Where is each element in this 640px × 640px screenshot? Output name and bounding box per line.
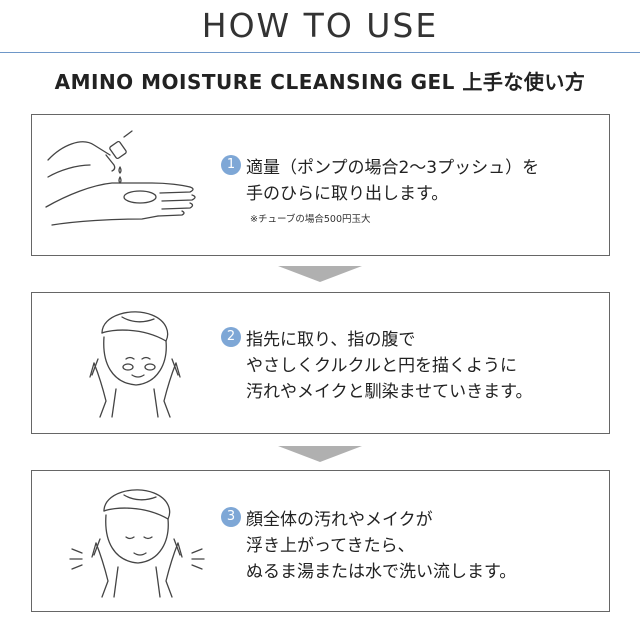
step-3-line-1: 顔全体の汚れやメイクが xyxy=(246,510,433,530)
down-arrow-icon xyxy=(278,266,362,282)
face-rinse-icon xyxy=(69,489,205,598)
step-1-line-1: 適量（ポンプの場合2～3プッシュ）を xyxy=(246,158,540,178)
title-divider xyxy=(0,52,640,53)
step-2-line-3: 汚れやメイクと馴染ませていきます。 xyxy=(246,382,533,402)
step-3-badge: 3 xyxy=(221,507,241,527)
step-3-card: 3 顔全体の汚れやメイクが 浮き上がってきたら、 ぬるま湯または水で洗い流します… xyxy=(31,470,610,612)
step-3-line-2: 浮き上がってきたら、 xyxy=(246,536,415,556)
down-arrow-icon xyxy=(278,446,362,462)
step-2-line-2: やさしくクルクルと円を描くように xyxy=(246,356,517,376)
step-1-note: ※チューブの場合500円玉大 xyxy=(250,214,371,225)
step-2-line-1: 指先に取り、指の腹で xyxy=(246,330,416,350)
step-1-card: 1 適量（ポンプの場合2～3プッシュ）を 手のひらに取り出します。 ※チューブの… xyxy=(31,114,610,256)
hand-pump-icon xyxy=(45,130,196,226)
step-1-badge: 1 xyxy=(221,155,241,175)
step-3-line-3: ぬるま湯または水で洗い流します。 xyxy=(246,562,517,582)
page-title: HOW TO USE xyxy=(201,6,439,45)
step-2-badge: 2 xyxy=(221,327,241,347)
step-2-card: 2 指先に取り、指の腹で やさしくクルクルと円を描くように 汚れやメイクと馴染ま… xyxy=(31,292,610,434)
page-subtitle: AMINO MOISTURE CLEANSING GEL 上手な使い方 xyxy=(54,70,586,94)
step-1-line-2: 手のひらに取り出します。 xyxy=(246,184,449,204)
face-massage-icon xyxy=(89,311,181,418)
